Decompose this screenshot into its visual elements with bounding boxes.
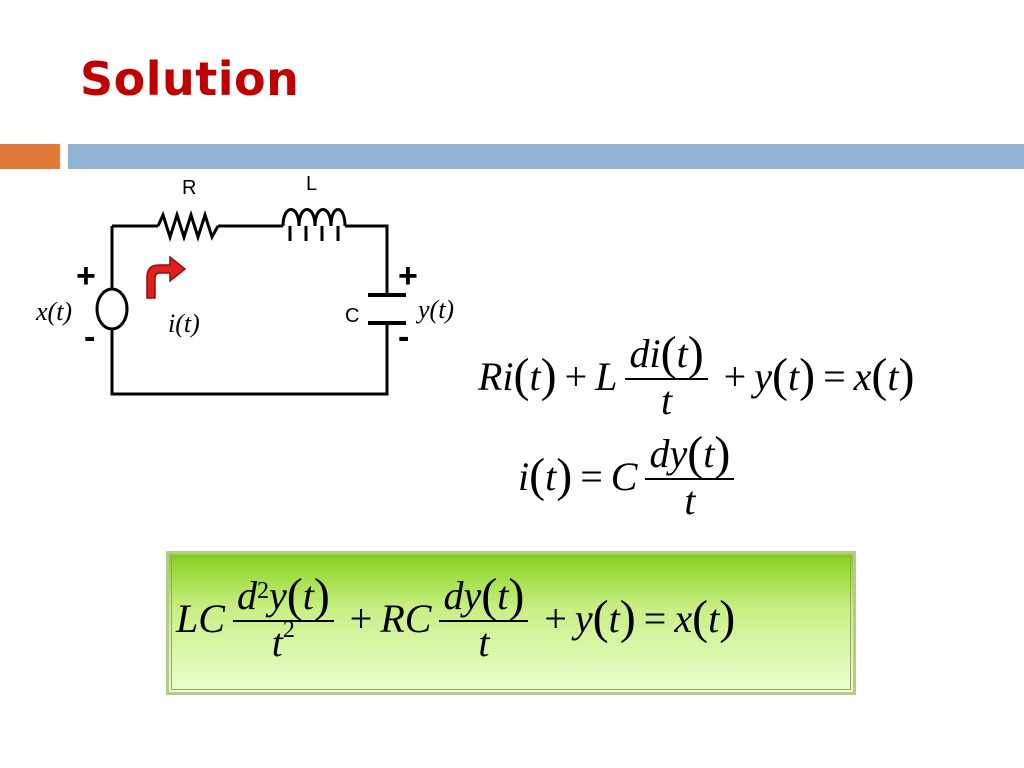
result-f1-den-exp: 2: [282, 617, 295, 643]
kvl-term3: y: [754, 353, 772, 399]
kvl-plus1: +: [564, 353, 588, 399]
result-y-arg: t: [608, 595, 620, 641]
result-f1-y: y: [268, 573, 287, 618]
result-f1-d: d: [236, 573, 257, 618]
current-frac-den: t: [684, 478, 696, 523]
result-coef1: LC: [176, 595, 225, 641]
current-equation: i (t) = C dy(t) t: [518, 430, 742, 522]
header-accent-orange: [0, 144, 60, 169]
result-f1-exp: 2: [256, 578, 269, 605]
result-highlight-box: [166, 551, 856, 695]
voltage-source-symbol: [95, 287, 129, 331]
result-plus2: +: [544, 595, 567, 641]
output-label: y(t): [415, 295, 454, 324]
result-f2-arg: t: [497, 573, 509, 618]
kvl-frac-den: t: [661, 378, 673, 423]
current-coef: C: [610, 453, 638, 499]
kvl-term2: L: [595, 353, 618, 399]
current-label: i(t): [168, 309, 200, 338]
output-minus-sign: -: [398, 318, 409, 356]
result-fraction2: dy(t) t: [439, 572, 529, 665]
kvl-plus2: +: [723, 353, 747, 399]
header-accent-blue: [68, 144, 1024, 169]
inductor-symbol: [281, 208, 347, 241]
kvl-rhs-arg: t: [887, 353, 899, 399]
wire-top-left: [110, 224, 389, 396]
kvl-term1-arg: t: [529, 353, 541, 399]
current-equals: =: [580, 453, 603, 499]
source-plus-sign: +: [76, 257, 96, 295]
slide-title: Solution: [80, 52, 300, 106]
result-f1-den: t: [271, 620, 283, 665]
kvl-frac-num-arg: t: [676, 331, 688, 376]
current-arrow-icon: [146, 255, 187, 299]
inductor-label: L: [306, 173, 317, 195]
output-plus-sign: +: [398, 257, 418, 295]
result-f1-arg: t: [302, 573, 314, 618]
kvl-fraction: di(t) t: [625, 330, 708, 423]
kvl-term3-arg: t: [787, 353, 800, 399]
result-y: y: [574, 595, 593, 641]
result-coef2: RC: [380, 595, 432, 641]
current-lhs-arg: t: [545, 453, 557, 499]
result-x-arg: t: [708, 595, 720, 641]
resistor-label: R: [182, 177, 196, 199]
current-frac-num-arg: t: [703, 431, 715, 476]
result-equals: =: [643, 595, 667, 641]
kvl-equals: =: [823, 353, 846, 399]
source-minus-sign: -: [84, 318, 95, 356]
result-f2-den: t: [478, 620, 490, 665]
kvl-frac-num: di: [629, 331, 661, 376]
kvl-rhs: x: [853, 353, 872, 399]
resistor-symbol: [156, 210, 220, 242]
current-frac-num: dy: [649, 431, 688, 476]
result-x: x: [674, 595, 693, 641]
source-label: x(t): [35, 297, 72, 326]
current-fraction: dy(t) t: [645, 430, 735, 523]
rlc-circuit-diagram: R L C + - x(t) i(t) + - y(t): [35, 173, 454, 396]
kvl-equation: Ri (t) + L di(t) t + y (t) = x (t): [478, 327, 915, 423]
result-plus1: +: [349, 595, 373, 641]
kvl-term1: Ri: [478, 353, 514, 399]
current-lhs: i: [518, 453, 530, 499]
capacitor-label: C: [345, 305, 359, 327]
result-f2-num: dy: [443, 573, 482, 618]
